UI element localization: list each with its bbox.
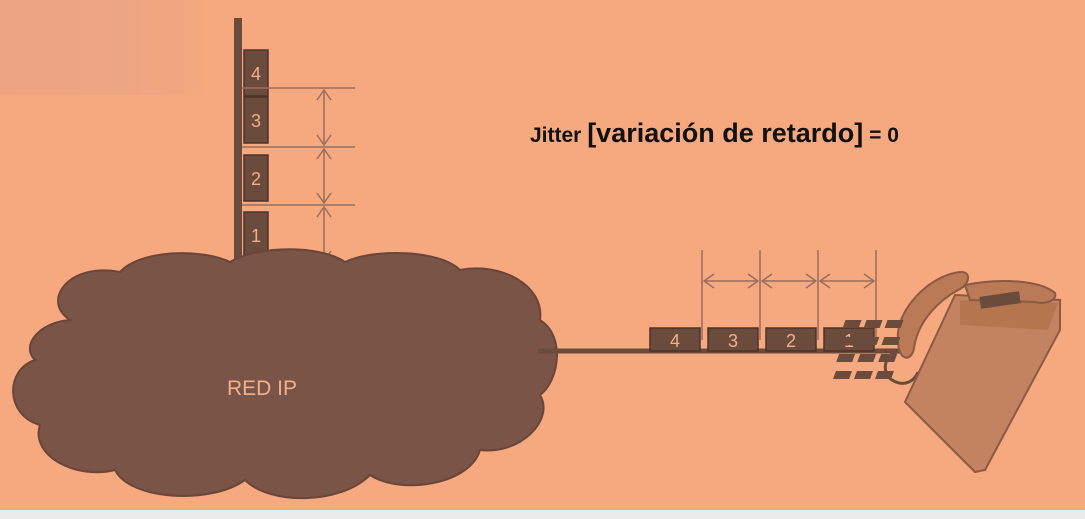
horizontal-packet	[707, 327, 759, 352]
phone-display	[979, 291, 1021, 309]
horizontal-packet	[649, 327, 701, 352]
jitter-word: Jitter	[530, 124, 588, 147]
horizontal-spacing-guides	[701, 250, 877, 340]
arrow-head	[316, 205, 332, 218]
key	[860, 337, 880, 345]
arrow-head	[316, 88, 332, 101]
horizontal-packet	[765, 327, 817, 352]
cloud-shape	[12, 248, 558, 500]
key	[842, 320, 862, 328]
horizontal-packet-label: 4	[670, 331, 680, 351]
key	[836, 354, 856, 362]
arrow-head	[818, 273, 831, 289]
key	[881, 337, 901, 345]
key	[884, 320, 904, 328]
key	[857, 354, 877, 362]
vertical-timeline-bar	[234, 18, 242, 263]
arrow-head	[747, 273, 760, 289]
vertical-packet-label: 3	[251, 111, 261, 131]
vertical-packet-label: 1	[251, 226, 261, 246]
horizontal-packet-label: 3	[728, 331, 738, 351]
arrow-head	[702, 273, 715, 289]
key	[875, 371, 894, 379]
key	[863, 320, 883, 328]
arrow-head	[316, 134, 332, 147]
jitter-value: = 0	[863, 124, 899, 147]
bottom-strip	[0, 510, 1085, 519]
horizontal-packet-label: 2	[786, 331, 796, 351]
jitter-description: [variación de retardo]	[587, 118, 864, 148]
telephone-icon	[833, 270, 1061, 474]
jitter-heading: Jitter [variación de retardo] = 0	[530, 118, 899, 149]
key	[833, 371, 852, 379]
arrow-head	[805, 273, 818, 289]
arrow-head	[316, 147, 332, 160]
phone-keypad	[833, 320, 904, 379]
vertical-packet-stack: 4 3 2 1	[231, 18, 355, 274]
arrow-head	[316, 192, 332, 205]
arrow-head	[863, 273, 876, 289]
phone-base	[903, 293, 1061, 474]
vertical-packet-label: 4	[251, 64, 261, 84]
vertical-packet	[243, 154, 269, 202]
cloud-label: RED IP	[227, 377, 297, 400]
vertical-packet	[243, 96, 269, 144]
key	[878, 354, 898, 362]
vertical-interval-arrows	[316, 88, 332, 263]
key	[839, 337, 859, 345]
blurred-logo-area	[0, 0, 210, 95]
vertical-packet-label: 2	[251, 169, 261, 189]
key	[854, 371, 873, 379]
ip-network-cloud: RED IP	[12, 248, 558, 500]
arrow-head	[760, 273, 773, 289]
phone-handset	[896, 270, 969, 359]
